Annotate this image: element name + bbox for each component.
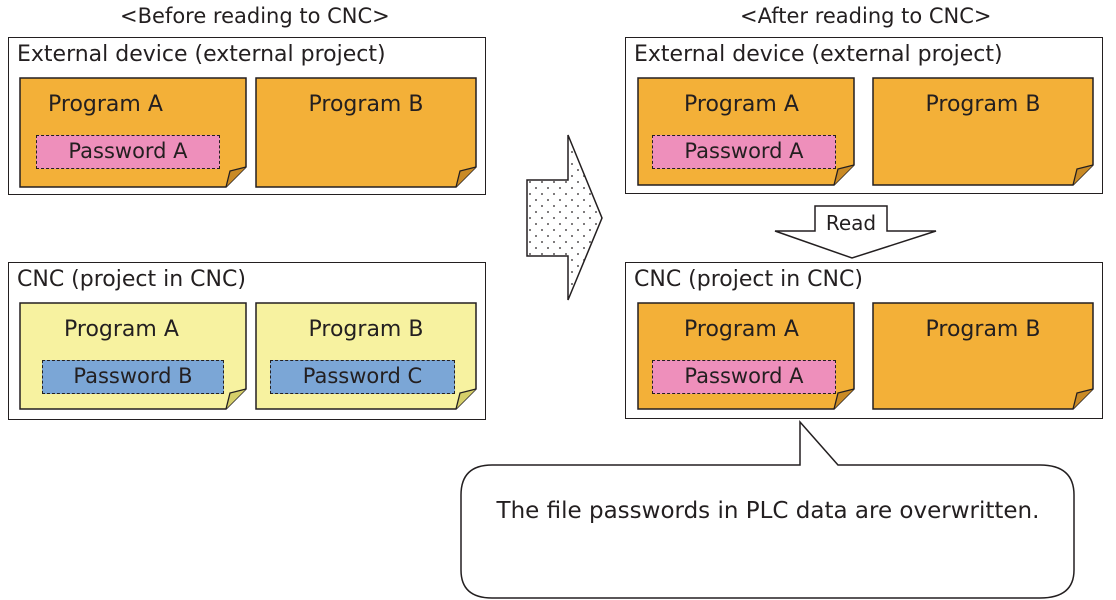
program-label: Program B bbox=[308, 92, 424, 117]
password-box: Password C bbox=[270, 360, 455, 394]
read-label: Read bbox=[825, 211, 877, 235]
note-program-a: Program A Password A bbox=[637, 77, 855, 186]
program-label: Program A bbox=[48, 92, 163, 117]
heading-after: <After reading to CNC> bbox=[740, 4, 992, 28]
program-label: Program A bbox=[684, 92, 799, 117]
password-box: Password B bbox=[42, 360, 224, 394]
note-shape bbox=[255, 77, 477, 188]
note-shape bbox=[872, 302, 1094, 410]
transition-arrow bbox=[526, 134, 603, 301]
note-program-a: Program A Password B bbox=[19, 302, 247, 410]
note-program-b: Program B Password C bbox=[255, 302, 477, 410]
note-program-b: Program B bbox=[872, 77, 1094, 186]
panel-before-cnc: CNC (project in CNC) Program A Password … bbox=[8, 262, 486, 420]
program-label: Program A bbox=[684, 317, 799, 342]
panel-after-external: External device (external project) Progr… bbox=[625, 37, 1103, 194]
note-program-b: Program B bbox=[255, 77, 477, 188]
callout-text: The file passwords in PLC data are overw… bbox=[496, 498, 1040, 524]
heading-before: <Before reading to CNC> bbox=[120, 4, 390, 28]
password-box: Password A bbox=[652, 135, 836, 169]
panel-title: CNC (project in CNC) bbox=[17, 267, 246, 292]
panel-before-external: External device (external project) Progr… bbox=[8, 37, 486, 195]
panel-title: CNC (project in CNC) bbox=[634, 267, 863, 292]
panel-title: External device (external project) bbox=[17, 42, 386, 67]
program-label: Program B bbox=[925, 92, 1041, 117]
read-arrow bbox=[774, 205, 937, 259]
program-label: Program B bbox=[925, 317, 1041, 342]
note-program-b: Program B bbox=[872, 302, 1094, 410]
password-box: Password A bbox=[36, 135, 220, 169]
note-program-a: Program A Password A bbox=[637, 302, 855, 410]
program-label: Program A bbox=[64, 317, 179, 342]
panel-after-cnc: CNC (project in CNC) Program A Password … bbox=[625, 262, 1103, 419]
note-shape bbox=[872, 77, 1094, 186]
callout-bubble bbox=[460, 420, 1075, 599]
program-label: Program B bbox=[308, 317, 424, 342]
password-box: Password A bbox=[652, 360, 836, 394]
panel-title: External device (external project) bbox=[634, 42, 1003, 67]
note-program-a: Program A Password A bbox=[19, 77, 247, 188]
